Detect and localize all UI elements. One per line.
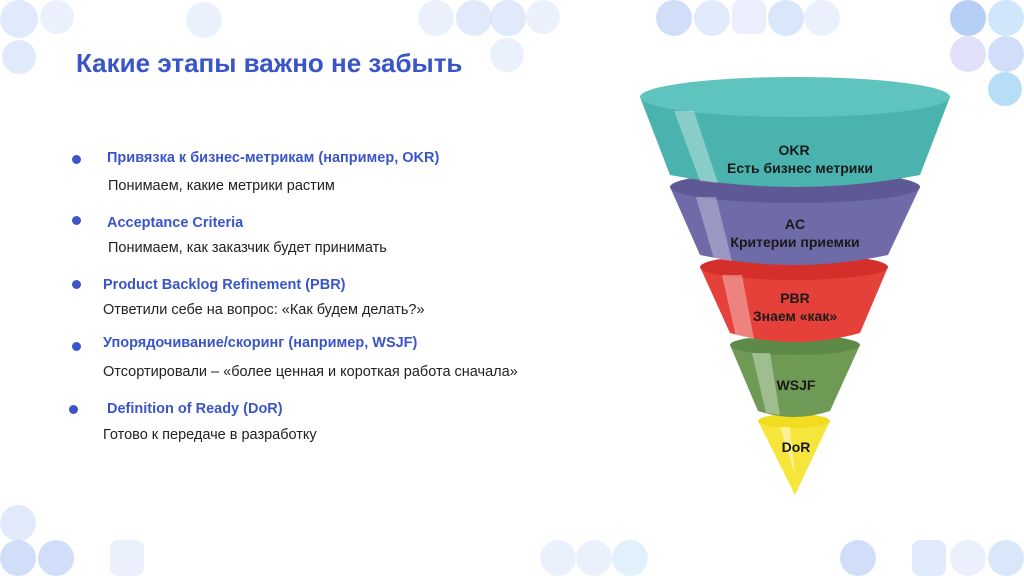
- decor-bubble: [988, 72, 1022, 106]
- decor-bubble: [490, 0, 526, 36]
- funnel-label: DoR: [782, 439, 811, 455]
- funnel-level-wsjf-rim: [730, 335, 860, 355]
- bullet-icon: [72, 155, 81, 164]
- funnel-highlight: [780, 427, 795, 475]
- funnel-level-pbr: [700, 267, 888, 342]
- funnel-label: AC: [785, 216, 805, 232]
- item-title: Definition of Ready (DoR): [107, 401, 283, 417]
- funnel-level-okr-rim: [640, 77, 950, 117]
- decor-bubble: [988, 540, 1024, 576]
- funnel-highlight: [722, 275, 754, 339]
- funnel-level-ac: [670, 187, 920, 265]
- bullet-icon: [72, 216, 81, 225]
- item-description: Ответили себе на вопрос: «Как будем дела…: [103, 302, 425, 318]
- decor-bubble: [2, 40, 36, 74]
- item-title: Acceptance Criteria: [107, 215, 244, 231]
- funnel-highlight: [752, 353, 780, 415]
- decor-bubble: [186, 2, 222, 38]
- decor-bubble: [840, 540, 876, 576]
- decor-bubble: [612, 540, 648, 576]
- item-description: Отсортировали – «более ценная и короткая…: [103, 364, 518, 380]
- decor-bubble: [768, 0, 804, 36]
- item-description: Готово к передаче в разработку: [103, 427, 317, 443]
- decor-bubble: [526, 0, 560, 34]
- bullet-icon: [72, 280, 81, 289]
- decor-bubble: [804, 0, 840, 36]
- funnel-level-dor-rim: [758, 414, 830, 428]
- decor-bubble: [540, 540, 576, 576]
- decor-bubble: [656, 0, 692, 36]
- bullet-icon: [72, 342, 81, 351]
- funnel-level-dor: [758, 421, 830, 495]
- funnel-diagram: OKR Есть бизнес метрики AC Критерии прие…: [640, 77, 950, 495]
- funnel-level-wsjf: [730, 345, 860, 417]
- decor-bubble: [950, 540, 986, 576]
- funnel-label: OKR: [778, 142, 809, 158]
- funnel-highlight: [674, 111, 718, 183]
- funnel-highlight: [696, 197, 732, 261]
- item-description: Понимаем, как заказчик будет принимать: [108, 240, 387, 256]
- decor-bubble: [694, 0, 730, 36]
- item-title: Упорядочивание/скоринг (например, WSJF): [103, 335, 418, 351]
- slide-title: Какие этапы важно не забыть: [76, 48, 463, 78]
- item-title: Привязка к бизнес-метрикам (например, OK…: [107, 150, 440, 166]
- decor-bubble: [576, 540, 612, 576]
- decor-bubble: [950, 0, 986, 36]
- funnel-label: Знаем «как»: [753, 308, 837, 324]
- funnel-label: Есть бизнес метрики: [727, 160, 873, 176]
- decor-bubble: [418, 0, 454, 36]
- decor-bubble: [456, 0, 492, 36]
- bullet-icon: [69, 405, 78, 414]
- decor-bubble: [490, 38, 524, 72]
- decor-bubble: [40, 0, 74, 34]
- funnel-level-okr: [640, 97, 950, 187]
- item-description: Понимаем, какие метрики растим: [108, 178, 335, 194]
- decor-bubble: [0, 505, 36, 541]
- decor-bubble: [0, 540, 36, 576]
- funnel-label: WSJF: [777, 377, 816, 393]
- decor-bubble: [38, 540, 74, 576]
- decor-bubble: [950, 36, 986, 72]
- decor-square: [110, 540, 144, 576]
- decor-square: [732, 0, 766, 34]
- funnel-label: PBR: [780, 290, 810, 306]
- decor-bubble: [0, 0, 38, 38]
- item-title: Product Backlog Refinement (PBR): [103, 277, 346, 293]
- decor-bubble: [988, 0, 1024, 36]
- funnel-label: Критерии приемки: [730, 234, 859, 250]
- decor-square: [912, 540, 946, 576]
- decor-bubble: [988, 36, 1024, 72]
